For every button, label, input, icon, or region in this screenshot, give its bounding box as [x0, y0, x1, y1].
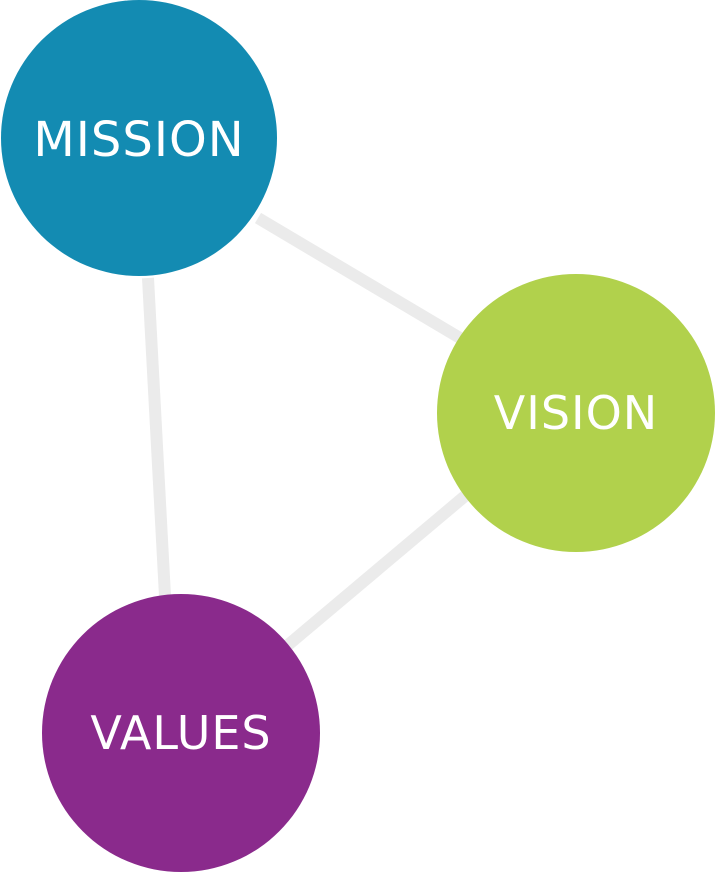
connector-mission-vision	[254, 212, 464, 344]
node-vision: VISION	[437, 274, 715, 552]
vision-label: VISION	[494, 386, 658, 440]
values-label: VALUES	[90, 706, 271, 760]
node-mission: MISSION	[1, 0, 277, 276]
values-circle	[42, 594, 320, 872]
mission-label: MISSION	[33, 112, 244, 168]
vision-circle	[437, 274, 715, 552]
connectors	[142, 212, 469, 650]
mission-circle	[1, 0, 277, 276]
connector-vision-values	[284, 491, 469, 650]
node-values: VALUES	[42, 594, 320, 872]
connector-mission-values	[142, 277, 171, 597]
